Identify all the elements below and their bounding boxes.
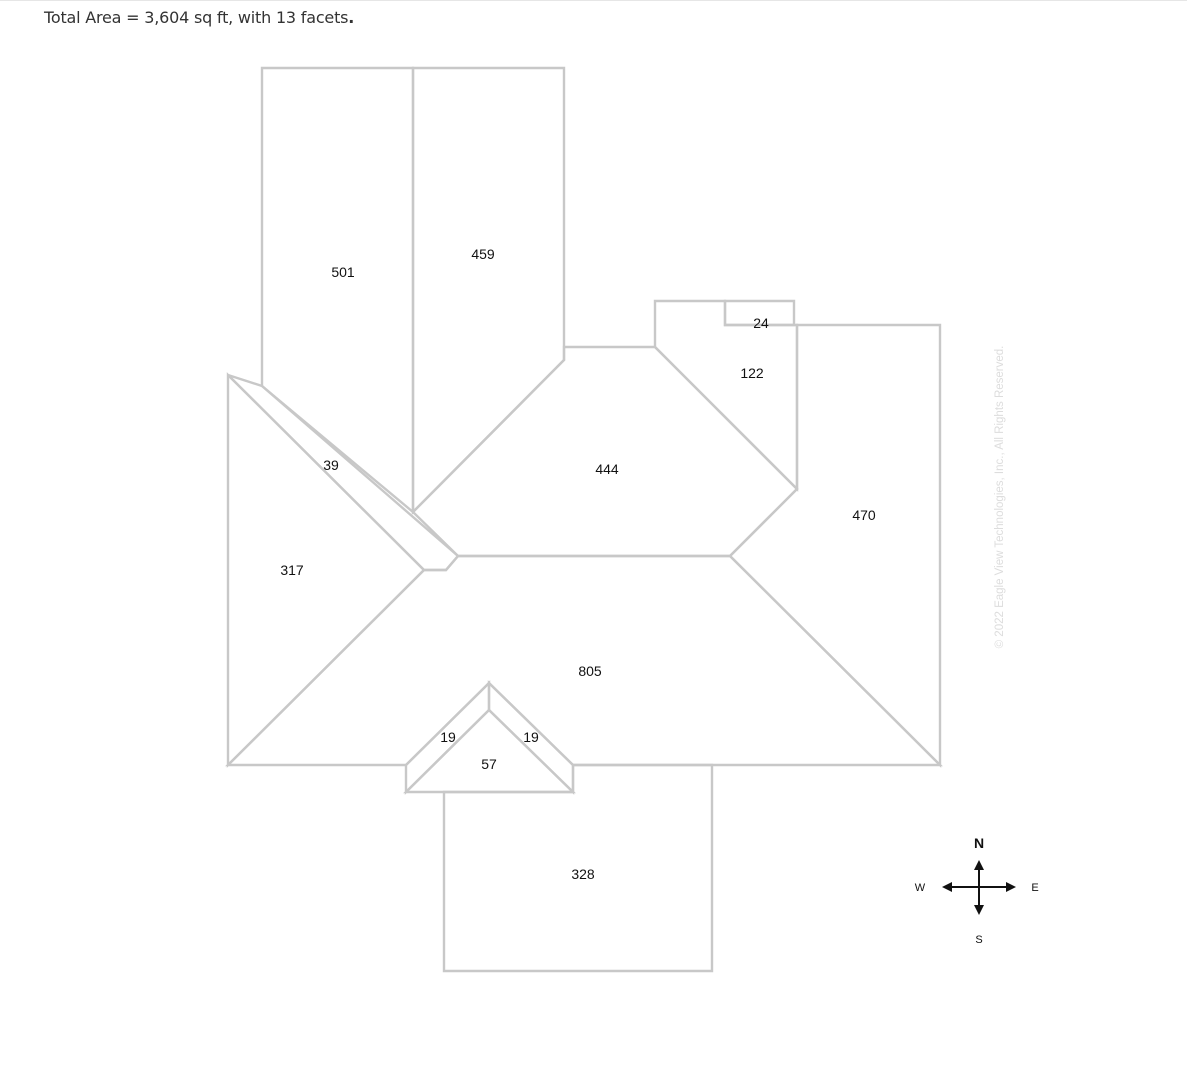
compass-north-label: N bbox=[974, 835, 984, 851]
compass-east-label: E bbox=[1031, 882, 1038, 894]
area-label-north-east-plane: 459 bbox=[471, 246, 495, 262]
facet-diagonal-strip bbox=[227, 373, 460, 572]
total-area-text: Total Area = 3,604 sq ft, with 13 facets bbox=[44, 8, 349, 27]
facet-north-east-plane bbox=[411, 66, 566, 515]
area-label-notch-triangle: 122 bbox=[740, 365, 764, 381]
facet-gable-triangle bbox=[403, 708, 576, 794]
total-area-header: Total Area = 3,604 sq ft, with 13 facets… bbox=[44, 8, 354, 27]
facet-north-west-plane bbox=[260, 66, 415, 515]
total-area-period: . bbox=[348, 8, 355, 27]
facet-west-hip bbox=[226, 372, 426, 768]
facet-outlines bbox=[225, 66, 943, 973]
area-label-east-plane: 470 bbox=[852, 507, 876, 523]
facet-south-rect bbox=[442, 763, 714, 973]
copyright-notice: © 2022 Eagle View Technologies, Inc., Al… bbox=[994, 346, 1006, 649]
area-label-north-west-plane: 501 bbox=[331, 264, 355, 280]
area-label-diagonal-strip: 39 bbox=[323, 457, 339, 473]
area-label-main-south-plane: 805 bbox=[578, 663, 602, 679]
compass-west-label: W bbox=[915, 882, 926, 894]
facet-notch-triangle bbox=[653, 299, 799, 492]
area-label-gable-triangle: 57 bbox=[481, 756, 497, 772]
area-label-small-box: 24 bbox=[753, 315, 769, 331]
compass: N S E W bbox=[915, 835, 1039, 946]
compass-south-label: S bbox=[975, 934, 982, 946]
area-label-center-hip: 444 bbox=[595, 461, 619, 477]
top-border bbox=[0, 0, 1187, 1]
area-label-gable-left-sliver: 19 bbox=[440, 729, 456, 745]
area-label-south-rect: 328 bbox=[571, 866, 595, 882]
area-label-west-hip: 317 bbox=[280, 562, 304, 578]
facet-main-south-plane bbox=[225, 554, 943, 767]
area-label-gable-right-sliver: 19 bbox=[523, 729, 539, 745]
facet-area-labels: 501 459 24 122 39 444 470 317 805 19 19 … bbox=[280, 246, 876, 882]
facet-east-plane bbox=[728, 323, 942, 768]
